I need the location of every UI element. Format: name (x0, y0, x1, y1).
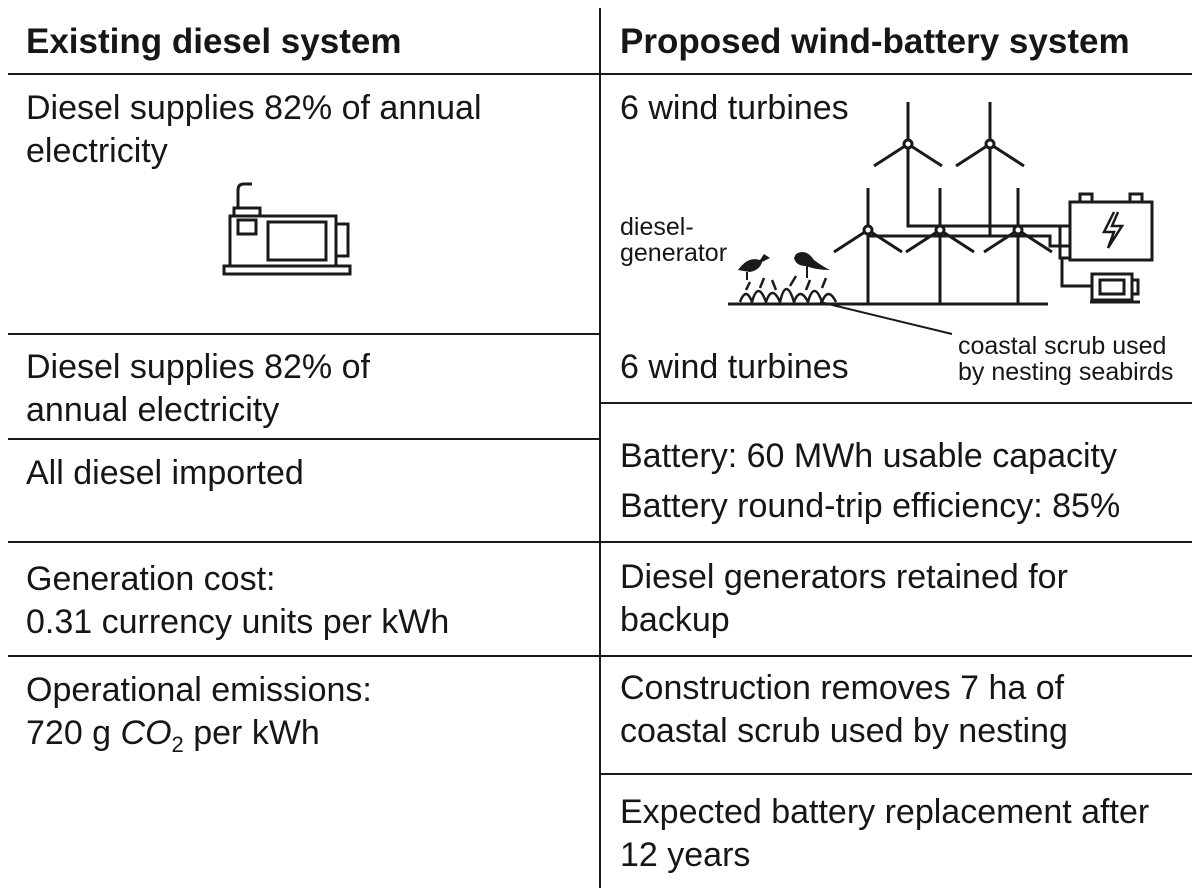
column-divider (599, 8, 601, 888)
right-cell-battery: Battery: 60 MWh usable capacity Battery … (620, 431, 1120, 531)
emissions-prefix: 720 g (26, 714, 121, 752)
left-cell-diesel-imported: All diesel imported (26, 452, 304, 495)
right-cell-backup: Diesel generators retained for backup (620, 556, 1068, 642)
generator-label: diesel- generator (620, 214, 727, 266)
scrub-label: coastal scrub used by nesting seabirds (958, 333, 1173, 385)
label-line: generator (620, 239, 728, 267)
diesel-generator-icon (222, 182, 352, 276)
scrub-icon (738, 275, 838, 307)
co2-symbol: CO (120, 714, 172, 752)
emissions-line: 720 g CO2 per kWh (26, 712, 372, 766)
row-divider-left-2 (8, 438, 600, 440)
left-cell-emissions: Operational emissions: 720 g CO2 per kWh (26, 669, 372, 766)
right-column-header: Proposed wind-battery system (620, 22, 1130, 61)
wind-turbine-icon (833, 188, 903, 304)
right-cell-wind-turbines: 6 wind turbines (620, 87, 849, 130)
label-line: by nesting seabirds (958, 358, 1174, 386)
right-cell-construction: Construction removes 7 ha of coastal scr… (620, 667, 1068, 753)
cell-line: Diesel supplies 82% of (26, 348, 370, 386)
cell-line: Diesel generators retained for (620, 558, 1068, 596)
row-divider-right-2 (600, 773, 1192, 775)
left-column-header: Existing diesel system (26, 22, 402, 61)
cell-line: All diesel imported (26, 454, 304, 492)
cell-line: backup (620, 601, 730, 639)
scrub-leader-line (819, 301, 953, 335)
left-cell-diesel-share-repeat: Diesel supplies 82% of annual electricit… (26, 346, 370, 432)
cell-line: electricity (26, 132, 168, 170)
row-divider-4 (8, 655, 1192, 657)
label-line: coastal scrub used (958, 332, 1167, 360)
left-cell-generation-cost: Generation cost: 0.31 currency units per… (26, 558, 449, 644)
cell-line: coastal scrub used by nesting (620, 712, 1068, 750)
header-divider (8, 73, 1192, 75)
cell-line: 6 wind turbines (620, 348, 849, 386)
cell-line: Operational emissions: (26, 671, 372, 709)
label-line: diesel- (620, 213, 694, 241)
cell-line: 6 wind turbines (620, 89, 849, 127)
co2-subscript: 2 (171, 731, 184, 757)
wind-battery-illustration (728, 102, 1154, 335)
cell-line: Battery round-trip efficiency: 85% (620, 487, 1121, 525)
cell-line: 0.31 currency units per kWh (26, 603, 450, 641)
cell-line: 12 years (620, 836, 751, 874)
wind-turbine-icon (905, 188, 975, 304)
right-cell-battery-replacement: Expected battery replacement after 12 ye… (620, 791, 1149, 877)
cell-line: Battery: 60 MWh usable capacity (620, 437, 1118, 475)
diesel-generator-icon (1090, 272, 1140, 304)
emissions-suffix: per kWh (183, 714, 320, 752)
seabird-icon (738, 252, 830, 280)
battery-icon (1068, 192, 1154, 262)
wind-turbine-icon (873, 102, 943, 222)
right-cell-wind-turbines-repeat: 6 wind turbines (620, 346, 849, 389)
wind-turbine-icon (955, 102, 1025, 236)
cell-line: Construction removes 7 ha of (620, 669, 1065, 707)
cell-line: annual electricity (26, 391, 280, 429)
row-divider-right-1 (600, 402, 1192, 404)
cell-line: Expected battery replacement after (620, 793, 1150, 831)
power-line (1058, 226, 1092, 288)
power-line (988, 132, 1050, 238)
left-cell-diesel-share: Diesel supplies 82% of annual electricit… (26, 87, 482, 173)
row-divider-left-1 (8, 333, 600, 335)
wind-turbine-icon (983, 188, 1053, 304)
cell-line: Diesel supplies 82% of annual (26, 89, 482, 127)
row-divider-3 (8, 541, 1192, 543)
cell-line: Generation cost: (26, 560, 276, 598)
